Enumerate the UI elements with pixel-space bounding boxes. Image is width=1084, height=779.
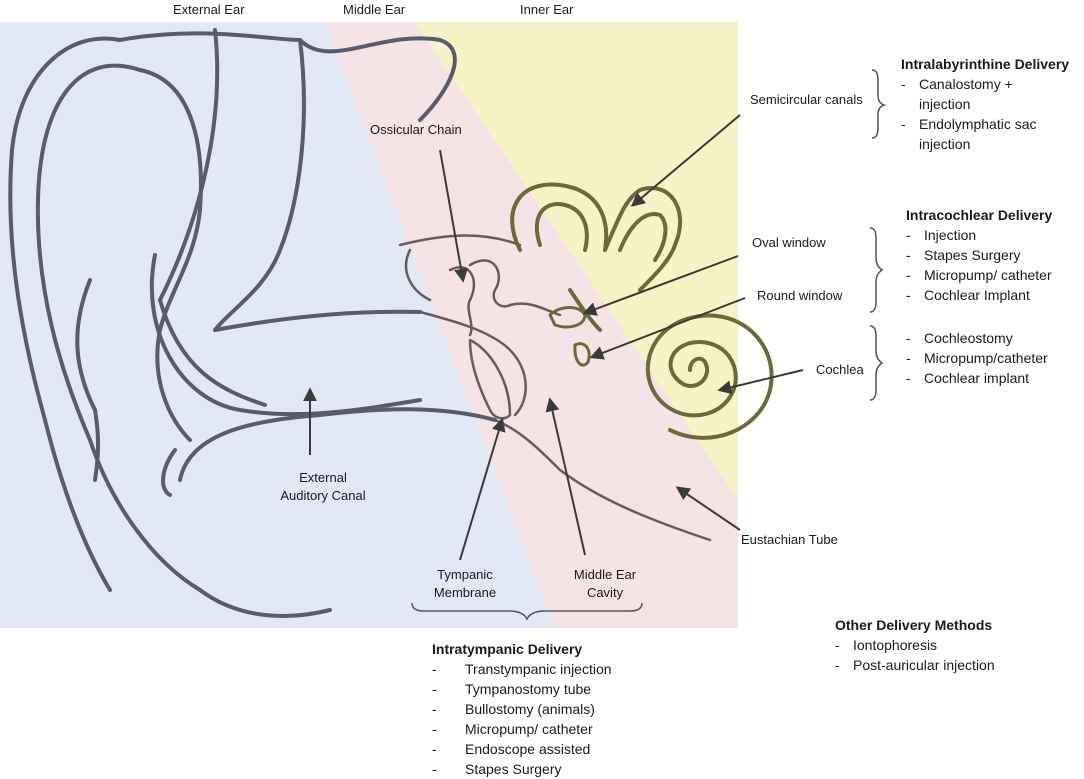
- list-item: Transtympanic injection: [432, 659, 612, 679]
- middle-ear-cavity-arrow: [545, 397, 586, 556]
- cochlea-bracket: [869, 325, 884, 401]
- list-item: Endoscope assisted: [432, 739, 612, 759]
- external-auditory-canal-line-1: External: [299, 470, 347, 485]
- middle-ear-cavity-line-1: Middle Ear: [573, 567, 637, 582]
- list-item: Canalostomy + injection: [901, 74, 1049, 114]
- round-window-arrow: [589, 297, 746, 360]
- round-window-label: Round window: [757, 288, 843, 303]
- semicircular-canal-shape: [510, 182, 609, 252]
- intracochlear-bracket: [869, 227, 884, 313]
- cochlea-label: Cochlea: [816, 362, 864, 377]
- semicircular-canals-arrow: [630, 114, 741, 207]
- inner-ear-region: [415, 22, 738, 500]
- list-item: Iontophoresis: [835, 635, 995, 655]
- middle-ear-cavity-label: Middle Ear Cavity: [555, 566, 655, 602]
- stapes-shape: [508, 302, 562, 317]
- cochlea-delivery-block: Cochleostomy Micropump/catheter Cochlear…: [906, 328, 1048, 388]
- pinna-outline: [8, 28, 497, 618]
- intralabyrinthine-delivery-block: Intralabyrinthine Delivery Canalostomy +…: [901, 54, 1081, 154]
- intracochlear-delivery-list: Injection Stapes Surgery Micropump/ cath…: [906, 225, 1052, 305]
- list-item: Injection: [906, 225, 1052, 245]
- intralabyrinthine-bracket: [871, 69, 887, 139]
- tympanic-membrane-line-1: Tympanic: [437, 567, 493, 582]
- inner-ear-structures: [510, 182, 774, 440]
- list-item: Micropump/ catheter: [432, 719, 612, 739]
- list-item: Stapes Surgery: [906, 245, 1052, 265]
- list-item: Micropump/catheter: [906, 348, 1048, 368]
- oval-window-label: Oval window: [752, 235, 826, 250]
- other-delivery-list: Iontophoresis Post-auricular injection: [835, 635, 995, 675]
- cochlea-spiral-shape: [645, 313, 774, 440]
- middle-ear-cavity-line-2: Cavity: [586, 585, 624, 600]
- ossicular-chain-label: Ossicular Chain: [370, 122, 462, 137]
- incus-shape: [468, 259, 512, 308]
- round-window-shape: [573, 342, 591, 367]
- brackets: [411, 69, 887, 621]
- eustachian-tube-label: Eustachian Tube: [741, 532, 838, 547]
- list-item: Cochleostomy: [906, 328, 1048, 348]
- intratympanic-bracket: [411, 602, 643, 621]
- intracochlear-delivery-block: Intracochlear Delivery Injection Stapes …: [906, 205, 1052, 305]
- external-ear-heading: External Ear: [173, 2, 245, 17]
- external-ear-region: [0, 22, 555, 628]
- ossicular-chain-arrow: [439, 149, 468, 283]
- tympanic-membrane-line-2: Membrane: [433, 585, 497, 600]
- list-item: Endolymphatic sac injection: [901, 114, 1059, 154]
- eustachian-tube-arrow: [675, 486, 741, 531]
- middle-ear-region: [325, 22, 738, 628]
- intratympanic-delivery-list: Transtympanic injection Tympanostomy tub…: [432, 659, 612, 779]
- intralabyrinthine-delivery-title: Intralabyrinthine Delivery: [901, 56, 1070, 72]
- other-delivery-title: Other Delivery Methods: [835, 617, 993, 633]
- tympanic-membrane-label: Tympanic Membrane: [415, 566, 515, 602]
- list-item: Stapes Surgery: [432, 759, 612, 779]
- semicircular-canals-label: Semicircular canals: [750, 92, 863, 107]
- list-item: Cochlear implant: [906, 368, 1048, 388]
- oval-window-arrow: [582, 255, 739, 316]
- list-item: Tympanostomy tube: [432, 679, 612, 699]
- intratympanic-delivery-title: Intratympanic Delivery: [432, 641, 583, 657]
- pointer-arrows: [303, 114, 804, 561]
- inner-ear-heading: Inner Ear: [520, 2, 574, 17]
- intralabyrinthine-delivery-list: Canalostomy + injection Endolymphatic sa…: [901, 74, 1081, 154]
- list-item: Bullostomy (animals): [432, 699, 612, 719]
- intratympanic-delivery-block: Intratympanic Delivery Transtympanic inj…: [432, 639, 612, 779]
- external-auditory-canal-label: External Auditory Canal: [268, 469, 378, 505]
- list-item: Cochlear Implant: [906, 285, 1052, 305]
- cochlea-arrow: [717, 369, 804, 395]
- other-delivery-block: Other Delivery Methods Iontophoresis Pos…: [835, 615, 995, 675]
- cochlea-delivery-list: Cochleostomy Micropump/catheter Cochlear…: [906, 328, 1048, 388]
- external-auditory-canal-line-2: Auditory Canal: [280, 488, 366, 503]
- intracochlear-delivery-title: Intracochlear Delivery: [906, 207, 1053, 223]
- list-item: Micropump/ catheter: [906, 265, 1052, 285]
- tympanic-membrane-arrow: [459, 417, 506, 561]
- middle-ear-heading: Middle Ear: [343, 2, 406, 17]
- list-item: Post-auricular injection: [835, 655, 995, 675]
